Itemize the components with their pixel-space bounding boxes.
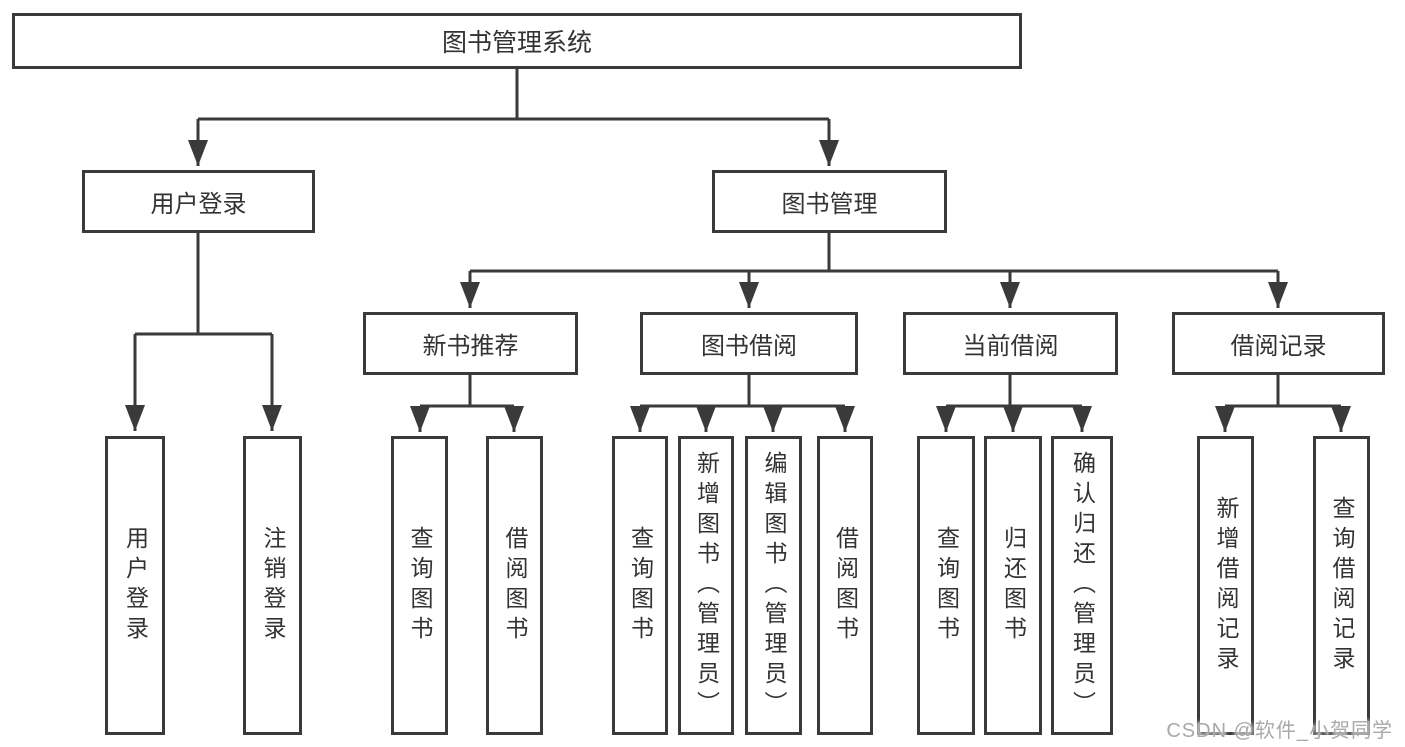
node-user-login: 用户登录 [82, 170, 315, 233]
leaf-label: 归还图书 [1000, 525, 1027, 646]
node-borrowing-records: 借阅记录 [1172, 312, 1385, 375]
leaf-label: 借阅图书 [502, 525, 528, 646]
leaf-label: 新增图书（管理员） [693, 450, 720, 721]
leaf-label: 编辑图书（管理员） [761, 450, 787, 721]
leaf-label: 用户登录 [122, 525, 149, 646]
leaf-confirm-return-admin: 确认归还（管理员） [1051, 436, 1113, 735]
leaf-query-books-recommend: 查询图书 [391, 436, 448, 735]
node-label: 图书借阅 [701, 333, 797, 360]
leaf-edit-book-admin: 编辑图书（管理员） [745, 436, 802, 735]
leaf-label: 新增借阅记录 [1213, 495, 1239, 676]
leaf-label: 确认归还（管理员） [1069, 450, 1096, 721]
leaf-label: 注销登录 [260, 525, 286, 646]
leaf-label: 查询借阅记录 [1329, 495, 1355, 676]
leaf-label: 借阅图书 [832, 525, 859, 646]
csdn-watermark: CSDN @软件_小贺同学 [1166, 720, 1393, 742]
node-book-management: 图书管理 [712, 170, 947, 233]
node-new-book-recommend: 新书推荐 [363, 312, 578, 375]
node-label: 借阅记录 [1230, 333, 1327, 360]
leaf-label: 查询图书 [933, 525, 960, 646]
leaf-user-login: 用户登录 [105, 436, 165, 735]
leaf-add-book-admin: 新增图书（管理员） [678, 436, 734, 735]
node-book-borrowing: 图书借阅 [640, 312, 858, 375]
leaf-borrow-books-recommend: 借阅图书 [486, 436, 543, 735]
node-label: 用户登录 [150, 191, 247, 218]
leaf-query-borrow-record: 查询借阅记录 [1313, 436, 1370, 735]
node-current-borrowing: 当前借阅 [903, 312, 1118, 375]
node-label: 当前借阅 [962, 333, 1059, 360]
leaf-borrow-books-borrowing: 借阅图书 [817, 436, 873, 735]
leaf-label: 查询图书 [407, 525, 433, 646]
leaf-add-borrow-record: 新增借阅记录 [1197, 436, 1254, 735]
node-label: 图书管理系统 [441, 29, 592, 57]
leaf-label: 查询图书 [627, 525, 654, 646]
node-label: 图书管理 [781, 191, 878, 218]
node-label: 新书推荐 [422, 333, 519, 360]
leaf-query-books-current: 查询图书 [917, 436, 975, 735]
leaf-query-books-borrowing: 查询图书 [612, 436, 668, 735]
node-library-system: 图书管理系统 [12, 13, 1022, 69]
leaf-logout: 注销登录 [243, 436, 302, 735]
leaf-return-books: 归还图书 [984, 436, 1042, 735]
